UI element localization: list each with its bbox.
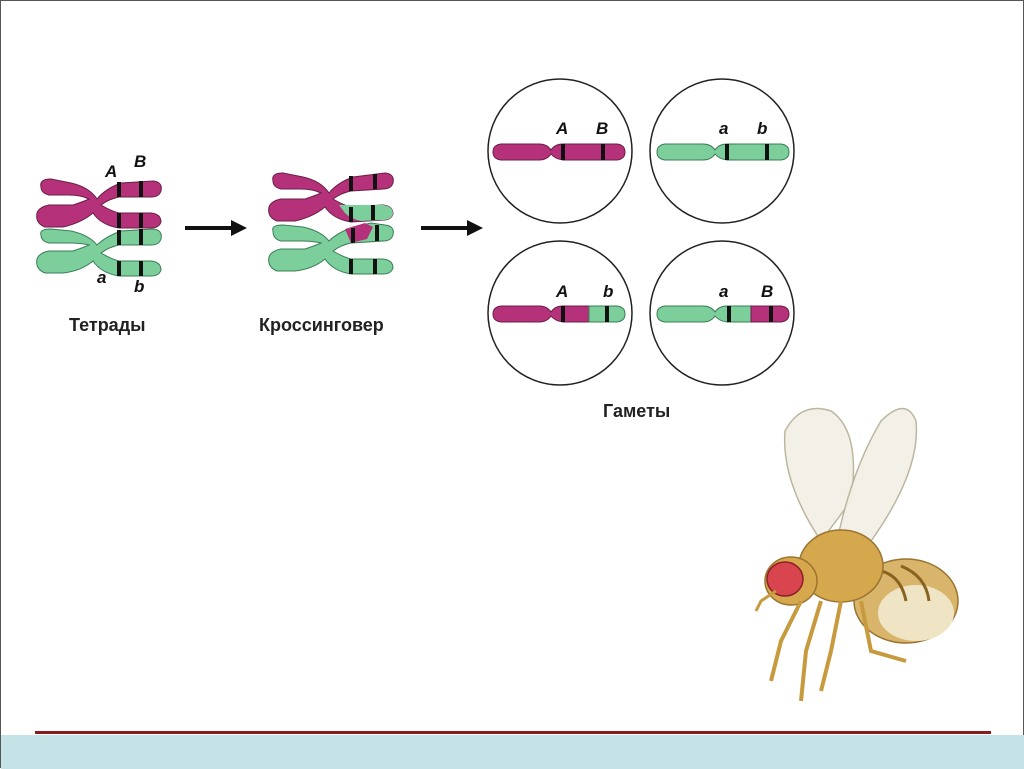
- allele-label-a: a: [97, 268, 106, 287]
- gamete-3-right-allele: b: [603, 282, 613, 301]
- allele-label-b: b: [134, 277, 144, 296]
- gamete-1-right-allele: B: [596, 119, 608, 138]
- tetrad-figure: A B a b: [36, 152, 162, 296]
- gamete-3-left-allele: A: [555, 282, 568, 301]
- crossover-label: Кроссинговер: [259, 315, 384, 335]
- gametes-label: Гаметы: [603, 401, 671, 421]
- tetrads-label: Тетрады: [69, 315, 146, 335]
- allele-label-A: A: [104, 162, 117, 181]
- arrow-icon: [185, 220, 247, 236]
- gamete-4-right-allele: B: [761, 282, 773, 301]
- gamete-4-left-allele: a: [719, 282, 728, 301]
- footer-divider: [35, 731, 991, 734]
- tetrad-magenta-chromosomes: [36, 178, 162, 229]
- gamete-cell-2: a b: [649, 78, 795, 224]
- fruit-fly-illustration: [754, 407, 959, 702]
- gamete-1-left-allele: A: [555, 119, 568, 138]
- gamete-cell-3: A b: [487, 240, 633, 386]
- gamete-2-left-allele: a: [719, 119, 728, 138]
- crossover-figure: [268, 172, 394, 275]
- allele-label-B: B: [134, 152, 146, 171]
- footer-bar: [1, 735, 1024, 769]
- arrow-icon: [421, 220, 483, 236]
- tetrad-green-chromosomes: [36, 228, 162, 277]
- gamete-2-right-allele: b: [757, 119, 767, 138]
- gamete-cell-1: A B: [487, 78, 633, 224]
- crossing-over-diagram: A B a b: [36, 78, 959, 702]
- gamete-cell-4: a B: [649, 240, 795, 386]
